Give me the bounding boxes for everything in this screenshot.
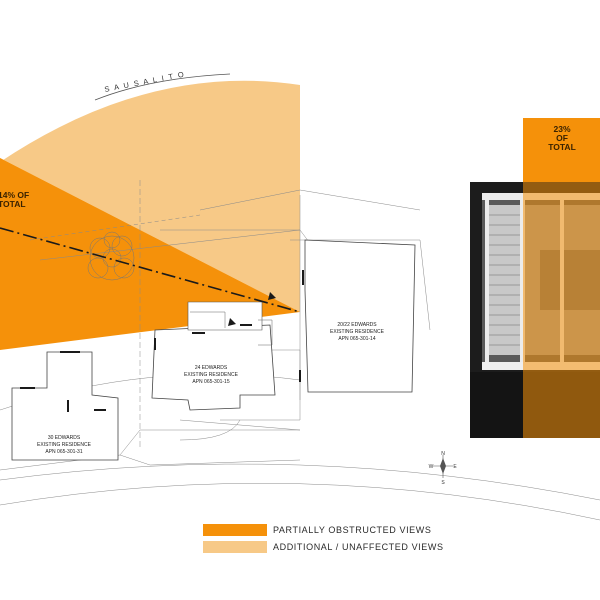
legend-label-unaffected: ADDITIONAL / UNAFFECTED VIEWS [273, 542, 444, 552]
label-30-edwards-name: 30 EDWARDS [48, 435, 81, 441]
building-30-edwards [11, 351, 119, 461]
property-marks [20, 324, 301, 412]
label-20-22-edwards-desc: EXISTING RESIDENCE [330, 329, 385, 335]
view-centerline [0, 227, 301, 313]
site-linework [0, 180, 600, 521]
tree-symbol [87, 231, 135, 281]
compass-w: W [429, 464, 434, 470]
label-24-edwards-desc: EXISTING RESIDENCE [184, 372, 239, 378]
view-share-of: OF [556, 133, 568, 143]
label-30-edwards-apn: APN 065-301-31 [45, 449, 82, 455]
legend-item-unaffected: ADDITIONAL / UNAFFECTED VIEWS [203, 541, 463, 555]
legend-swatch-obstructed [203, 524, 267, 536]
unaffected-view-area [0, 80, 300, 312]
obstructed-pct-label: 14% OF [0, 190, 29, 200]
building-20-22-edwards [304, 239, 416, 393]
obstruction-arrow-upper [268, 292, 276, 300]
obstruction-arrow-lower [228, 318, 236, 326]
label-24-edwards-name: 24 EDWARDS [195, 365, 228, 371]
label-30-edwards-desc: EXISTING RESIDENCE [37, 442, 92, 448]
compass-rose [433, 455, 453, 478]
compass-s: S [441, 480, 445, 486]
compass-e: E [453, 464, 457, 470]
legend-swatch-unaffected [203, 541, 267, 553]
label-20-22-edwards-name: 20/22 EDWARDS [337, 322, 377, 328]
view-share-total: TOTAL [548, 142, 576, 152]
sausalito-street-curve [94, 73, 231, 101]
view-share-overlay [523, 182, 600, 438]
label-24-edwards-apn: APN 065-301-15 [192, 379, 229, 385]
compass-n: N [441, 451, 445, 457]
obstructed-total-label: TOTAL [0, 199, 26, 209]
label-20-22-edwards-apn: APN 065-301-14 [338, 336, 375, 342]
legend-label-obstructed: PARTIALLY OBSTRUCTED VIEWS [273, 525, 432, 535]
view-share-pct: 23% [553, 124, 570, 134]
building-24-edwards [151, 324, 276, 411]
legend-item-obstructed: PARTIALLY OBSTRUCTED VIEWS [203, 524, 463, 538]
view-share-bar [523, 118, 600, 182]
